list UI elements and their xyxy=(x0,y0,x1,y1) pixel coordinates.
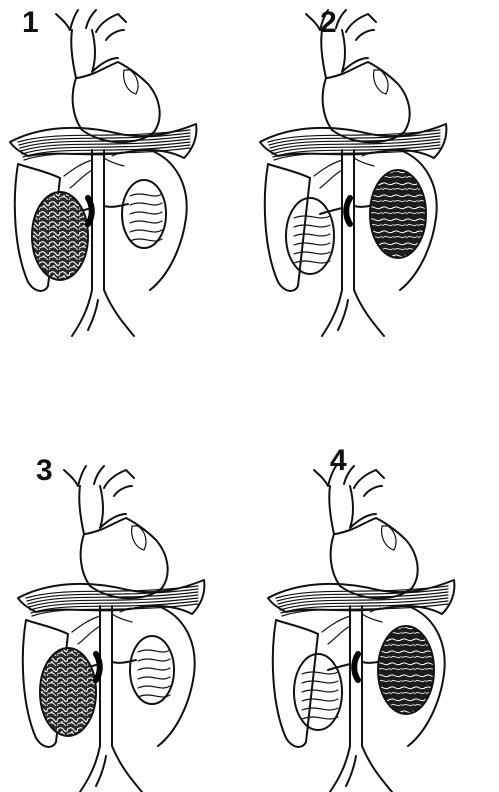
kidney-normal-striation xyxy=(294,252,330,254)
kidney-normal-striation xyxy=(302,708,338,710)
kidney-normal-striation xyxy=(130,221,162,223)
tumor-thrombus xyxy=(354,654,358,680)
panel-drawing xyxy=(250,0,499,396)
anatomy-group xyxy=(18,466,204,792)
panel-1: 1 xyxy=(0,0,249,396)
hepatic-veins xyxy=(314,152,374,188)
great-vessels xyxy=(314,466,384,496)
hepatic-veins xyxy=(64,152,124,188)
kidney-normal-striation xyxy=(138,668,170,670)
tumor-thrombus xyxy=(346,198,350,224)
kidney-normal-striation xyxy=(302,717,338,719)
panel-number: 3 xyxy=(36,456,53,486)
panel-number: 4 xyxy=(330,446,347,476)
anatomy-group xyxy=(260,10,446,336)
great-vessels xyxy=(306,10,376,40)
kidney-tumor xyxy=(40,648,96,736)
kidney-normal-striation xyxy=(130,212,162,214)
panel-drawing xyxy=(0,0,249,396)
anatomy-group xyxy=(10,10,196,336)
kidney-normal-striation xyxy=(302,690,338,692)
panel-2: 2 xyxy=(250,0,499,396)
kidney-normal xyxy=(130,636,174,704)
heart-outline xyxy=(73,62,160,142)
kidney-tumor xyxy=(370,170,426,258)
kidney-normal-striation xyxy=(130,194,162,196)
kidney-normal xyxy=(122,180,166,248)
kidney-tumor xyxy=(378,626,434,714)
kidney-normal-striation xyxy=(130,203,162,205)
heart-outline xyxy=(331,518,418,598)
kidney-normal-striation xyxy=(294,216,330,218)
abdominal-outline-right xyxy=(150,150,187,290)
hepatic-veins xyxy=(72,608,132,644)
abdominal-outline-right xyxy=(158,606,195,746)
great-vessels xyxy=(64,466,134,496)
heart-outline xyxy=(323,62,410,142)
aortic-arch xyxy=(79,486,126,534)
kidney-normal-striation xyxy=(294,225,330,227)
tumor-thrombus xyxy=(96,654,100,680)
panel-3: 3 xyxy=(0,396,249,792)
kidney-normal-striation xyxy=(302,681,338,683)
kidney-normal-striation xyxy=(138,659,170,661)
kidney-normal-striation xyxy=(138,686,170,688)
aortic-arch xyxy=(329,486,376,534)
kidney-normal-striation xyxy=(294,243,330,245)
panel-drawing xyxy=(250,396,499,792)
panel-number: 2 xyxy=(320,8,337,38)
kidney-normal-striation xyxy=(130,230,162,232)
panel-number: 1 xyxy=(22,8,39,38)
kidney-normal-striation xyxy=(138,650,170,652)
aortic-arch xyxy=(71,30,118,78)
kidney-tumor xyxy=(32,192,88,280)
kidney-normal-striation xyxy=(294,261,330,263)
kidney-normal-striation xyxy=(302,699,338,701)
heart-outline xyxy=(81,518,168,598)
kidney-normal-striation xyxy=(294,234,330,236)
tumor-thrombus xyxy=(88,198,92,224)
anatomy-group xyxy=(268,466,454,792)
kidney-normal-striation xyxy=(302,672,338,674)
panel-4: 4 xyxy=(250,396,499,792)
hepatic-veins xyxy=(322,608,382,644)
kidney-normal-striation xyxy=(138,677,170,679)
great-vessels xyxy=(56,10,126,40)
